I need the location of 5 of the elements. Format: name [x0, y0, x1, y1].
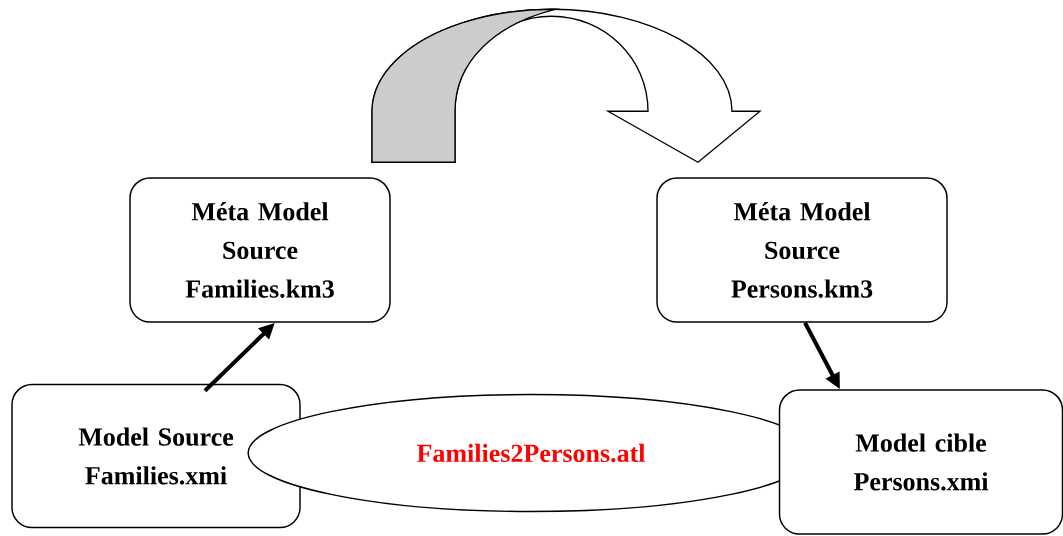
curved-block-arrow — [371, 8, 761, 163]
process-box: Model Source Families.xmi — [11, 383, 301, 529]
process-box: Méta Model Source Families.km3 — [129, 177, 391, 323]
process-box: Model cible Persons.xmi — [778, 389, 1063, 535]
process-box: Méta Model Source Persons.km3 — [656, 177, 948, 323]
